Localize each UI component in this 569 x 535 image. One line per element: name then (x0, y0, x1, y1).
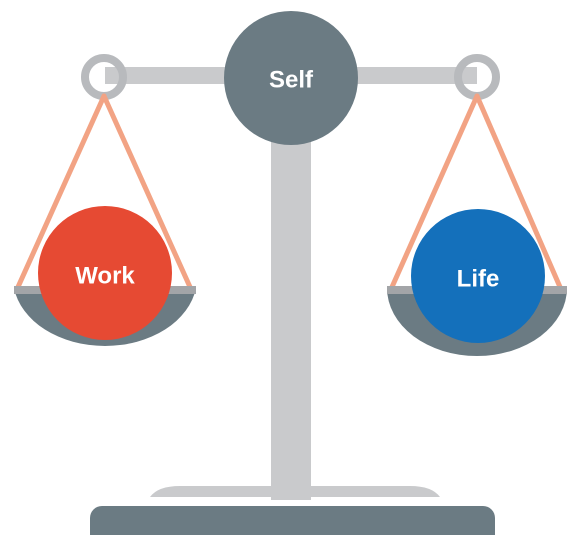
work-circle (38, 206, 172, 340)
life-label: Life (457, 266, 500, 293)
work-label: Work (75, 263, 135, 290)
life-circle (411, 209, 545, 343)
scale-base (90, 506, 495, 535)
right-pan-strings (389, 93, 563, 290)
scale-post (271, 120, 311, 500)
left-pan-strings (15, 93, 193, 290)
self-circle (224, 11, 358, 145)
self-label: Self (269, 67, 314, 94)
